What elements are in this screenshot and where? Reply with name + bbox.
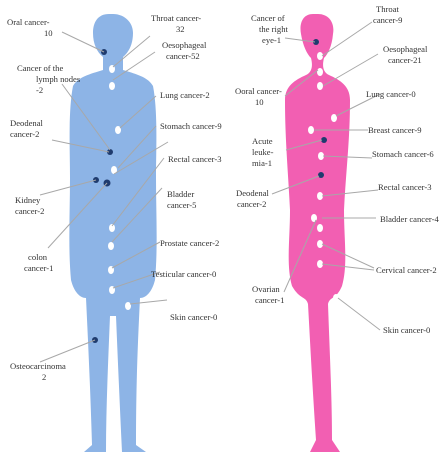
male-bladder-label: Bladder cancer-5: [167, 189, 196, 210]
male-lung-label: Lung cancer-2: [160, 90, 210, 100]
male-bladder-marker: [108, 242, 114, 250]
female-breast-marker: [308, 126, 314, 134]
female-breast-label: Breast cancer-9: [368, 125, 422, 135]
female-body-silhouette: [285, 14, 350, 452]
male-oesophageal-label: Oesophageal cancer-52: [162, 40, 209, 61]
female-deodenal-dot: [318, 172, 324, 178]
female-oesophagus-marker: [317, 82, 323, 90]
male-stomach-label: Stomach cancer-9: [160, 121, 222, 131]
male-oral-label: Oral cancer- 10: [7, 17, 53, 38]
female-oral-marker: [317, 68, 323, 76]
female-rectal-label: Rectal cancer-3: [378, 182, 432, 192]
female-stomach-label: Stomach cancer-6: [372, 149, 434, 159]
female-ovarian-marker: [317, 224, 323, 232]
male-testicular-label: Testicular cancer-0: [151, 269, 216, 279]
female-oesophageal-label: Oesophageal cancer-21: [383, 44, 430, 65]
male-colon-label: colon cancer-1: [24, 252, 53, 273]
male-skin-label: Skin cancer-0: [170, 312, 217, 322]
female-skin-label: Skin cancer-0: [383, 325, 430, 335]
male-skin-marker: [125, 302, 131, 310]
female-lung-label: Lung cancer-0: [366, 89, 416, 99]
female-oral-label: Ooral cancer- 10: [235, 86, 284, 107]
female-figure: [285, 14, 350, 452]
male-rectal-label: Rectal cancer-3: [168, 154, 222, 164]
female-cervical-label: Cervical cancer-2: [376, 265, 437, 275]
male-lung-marker: [115, 126, 121, 134]
male-oesophagus-marker: [109, 82, 115, 90]
male-prostate-label: Prostate cancer-2: [160, 238, 219, 248]
male-osteo-label: Osteocarcinoma 2: [10, 361, 68, 382]
female-leukemia-label: Acute leuke- mia-1: [252, 136, 276, 168]
male-kidney-label: Kidney cancer-2: [15, 195, 44, 216]
female-throat-label: Throat cancer-9: [373, 4, 402, 25]
male-deodenal-label: Deodenal cancer-2: [10, 118, 45, 139]
female-lung-marker: [331, 114, 337, 122]
male-throat-label: Throat cancer- 32: [151, 13, 203, 34]
female-ovarian-label: Ovarian cancer-1: [252, 284, 284, 305]
female-right-eye-label: Cancer of the right eye-1: [251, 13, 290, 45]
female-deodenal-label: Deodenal cancer-2: [236, 188, 271, 209]
female-bladder-label: Bladder cancer-4: [380, 214, 439, 224]
